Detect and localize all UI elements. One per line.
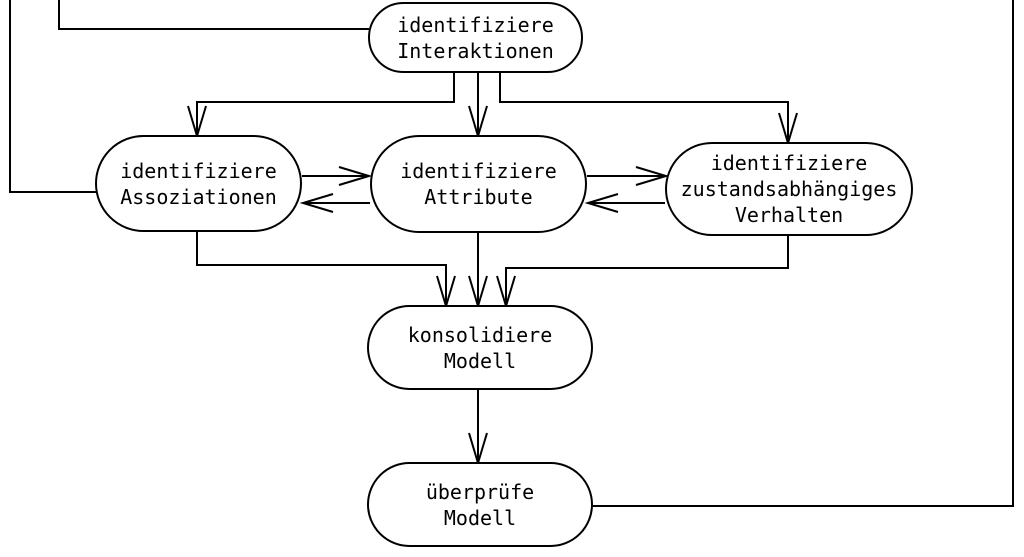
node-ueberpruefe-modell: überprüfe Modell	[367, 462, 593, 547]
node-identifiziere-interaktionen: identifiziere Interaktionen	[368, 2, 583, 73]
node-label: identifiziere Interaktionen	[397, 12, 554, 63]
node-identifiziere-attribute: identifiziere Attribute	[370, 135, 587, 233]
node-konsolidiere-modell: konsolidiere Modell	[367, 305, 593, 390]
edge-feedback-to-assoziationen	[9, 0, 96, 193]
node-label: identifiziere Assoziationen	[120, 158, 277, 209]
edge-ueberpruefe-feedback	[593, 0, 1014, 507]
edge-assoziationen-konsolidiere	[196, 232, 456, 310]
edge-verhalten-konsolidiere	[496, 236, 789, 310]
node-label: konsolidiere Modell	[407, 322, 553, 373]
node-identifiziere-assoziationen: identifiziere Assoziationen	[95, 135, 302, 232]
edge-interaktionen-verhalten	[499, 73, 798, 147]
node-label: identifiziere Attribute	[400, 159, 557, 209]
node-label: identifiziere zustandsabhängiges Verhalt…	[680, 151, 898, 227]
node-identifiziere-zustandsabhaengiges-verhalten: identifiziere zustandsabhängiges Verhalt…	[665, 142, 913, 236]
edge-interaktionen-assoziationen	[187, 73, 455, 140]
node-label: überprüfe Modell	[425, 479, 535, 530]
edge-feedback-to-interaktionen	[58, 0, 369, 30]
